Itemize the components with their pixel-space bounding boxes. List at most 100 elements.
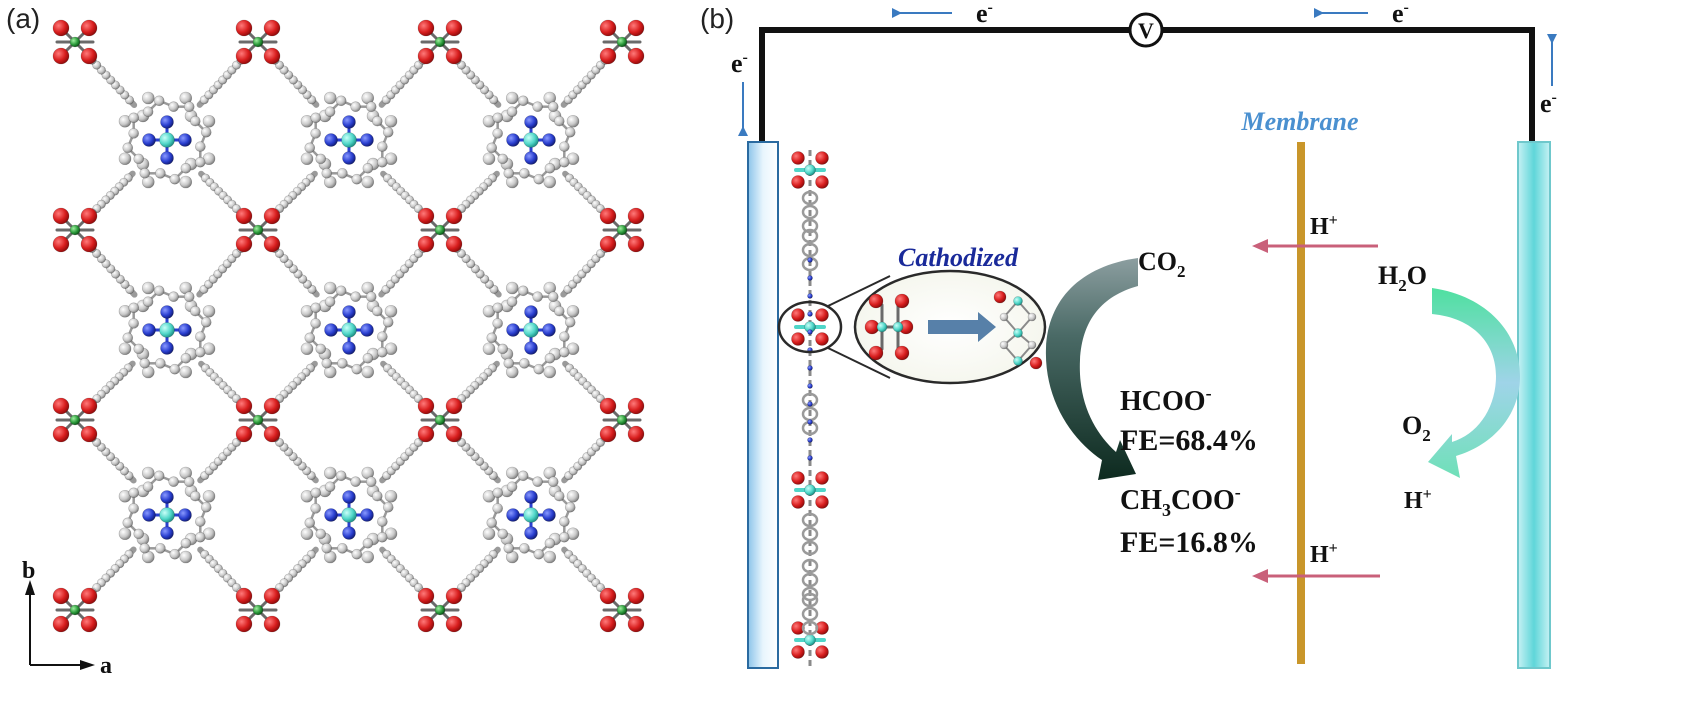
phenyl-ring (801, 572, 819, 588)
carbon-atom (497, 528, 509, 540)
oxygen-atom (599, 235, 617, 253)
carbon-atom (517, 470, 529, 482)
carbon-atom (544, 537, 556, 549)
phenyl-ring (801, 558, 819, 574)
oxygen-atom (599, 425, 617, 443)
carbon-atom (351, 173, 363, 185)
carbon-atom (543, 175, 557, 189)
carbon-atom (195, 141, 206, 152)
nitrogen-dot (807, 275, 813, 281)
carbon-atom (169, 363, 181, 375)
carbon-atom (335, 470, 347, 482)
oxygen-atom (235, 425, 253, 443)
axis-b-label: b (22, 558, 35, 584)
oxygen-atom (868, 345, 884, 361)
metal-center-atom (341, 322, 357, 338)
linker-chain (267, 429, 319, 484)
hplus-bottom-label: H+ (1310, 540, 1338, 568)
nitrogen-atom (342, 115, 356, 129)
hplus-anode-label: H+ (1404, 486, 1432, 514)
metal-atom (1013, 328, 1023, 338)
carbon-atom (168, 101, 179, 112)
phenyl-ring (801, 620, 819, 636)
node-center-atom (434, 224, 446, 236)
carbon-atom (486, 517, 498, 529)
oxygen-atom (791, 332, 805, 346)
mof-lattice (52, 19, 645, 633)
zoom-line-top (827, 275, 891, 307)
metal-oxo-node (52, 207, 98, 253)
oxygen-atom (263, 587, 281, 605)
carbon-atom (202, 114, 216, 128)
phenyl-ring (801, 512, 819, 528)
carbon-atom (564, 316, 576, 328)
carbon-atom (321, 167, 333, 179)
nitrogen-atom (360, 133, 374, 147)
carbon-atom (304, 142, 316, 154)
carbon-atom (153, 285, 165, 297)
metal-oxo-node (52, 397, 98, 443)
oxygen-atom (894, 345, 910, 361)
node-center-atom (69, 604, 81, 616)
metal-center-atom (341, 507, 357, 523)
carbon-atom (310, 302, 322, 314)
oxygen-atom (627, 587, 645, 605)
nitrogen-atom (178, 323, 192, 337)
carbon-atom (382, 501, 394, 513)
electron-labels: e- e- e- e- (731, 0, 1557, 118)
oxygen-atom (627, 425, 645, 443)
carbon-atom (361, 175, 375, 189)
oxygen-atom (263, 47, 281, 65)
carbon-atom (505, 91, 519, 105)
carbon-atom (497, 343, 509, 355)
oxygen-atom (599, 587, 617, 605)
electron-label-anode: e- (1540, 89, 1557, 118)
carbon-atom (559, 331, 570, 342)
oxygen-atom (599, 47, 617, 65)
oxygen-atom (417, 615, 435, 633)
zoom-source-circle (777, 300, 843, 354)
b-axis-arrowhead (25, 580, 35, 595)
nitrogen-atom (342, 151, 356, 165)
nitrogen-atom (506, 133, 520, 147)
carbon-atom (304, 517, 316, 529)
carbon-atom (553, 490, 565, 502)
nitrogen-dot (807, 455, 813, 461)
carbon-atom (382, 126, 394, 138)
oxygen-atom (599, 615, 617, 633)
carbon-atom (315, 153, 327, 165)
oxygen-atom (263, 615, 281, 633)
carbon-atom (195, 331, 206, 342)
carbon-atom (300, 342, 314, 356)
oxygen-atom (445, 47, 463, 65)
carbon-atom (1027, 312, 1037, 322)
carbon-atom (361, 550, 375, 564)
hplus-top-label: H+ (1310, 212, 1338, 240)
linker-chain (449, 240, 502, 298)
voltmeter-label: V (1138, 18, 1154, 43)
metal-oxo-node (417, 587, 463, 633)
metal-center-atom (523, 322, 539, 338)
carbon-atom (371, 305, 383, 317)
node-center-atom (252, 224, 264, 236)
film-node (791, 151, 829, 189)
node-center-atom (69, 414, 81, 426)
film-linker (801, 190, 819, 234)
carbon-atom (547, 101, 559, 113)
nitrogen-atom (342, 305, 356, 319)
carbon-atom (189, 305, 201, 317)
phenyl-ring (801, 526, 819, 542)
oxygen-atom (815, 151, 829, 165)
carbon-atom (321, 357, 333, 369)
metal-oxo-node (235, 207, 281, 253)
carbon-atom (118, 152, 132, 166)
carbon-atom (337, 168, 348, 179)
oxygen-atom (445, 615, 463, 633)
oxygen-atom (815, 645, 829, 659)
carbon-atom (153, 470, 165, 482)
oxygen-atom (417, 425, 435, 443)
acetate-label: CH3COO- (1120, 482, 1241, 520)
carbon-atom (506, 106, 518, 118)
proton-arrow-top-head (1252, 239, 1268, 253)
carbon-atom (128, 487, 140, 499)
